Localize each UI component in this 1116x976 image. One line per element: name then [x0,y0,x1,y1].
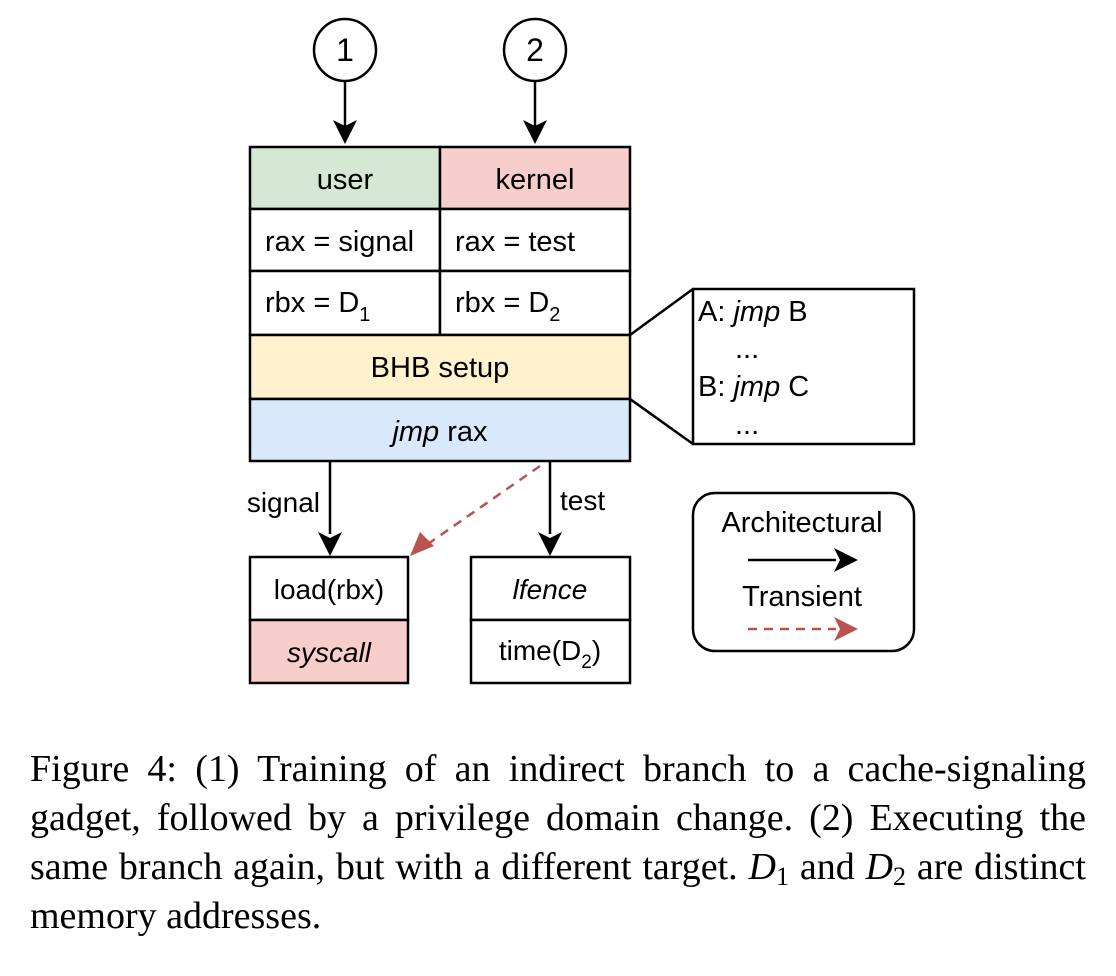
user-rax: rax = signal [265,226,414,258]
load-label: load(rbx) [274,574,384,605]
bhb-line-a-arg: B [780,296,807,328]
signal-branch-label: signal [247,487,320,518]
test-branch-label: test [560,485,605,516]
caption-d2: D [865,846,893,888]
kernel-rax: rax = test [455,226,575,258]
main-table: user kernel rax = signal rax = test rbx … [248,145,632,463]
caption-text: Figure 4: (1) Training of an indirect br… [30,748,1086,888]
time-close: ) [592,635,601,666]
syscall-cell [248,618,410,685]
signal-arrowhead [318,532,342,556]
bhb-line-b-op: jmp [729,371,780,403]
time-text: time(D [499,635,581,666]
step-1-label: 1 [336,32,354,68]
kernel-rbx-text: rbx = D [455,287,549,319]
load-cell [248,555,410,622]
bhb-dots-1: ... [735,333,759,365]
bhb-detail-frame [691,287,916,446]
bhb-line-b: B: jmp C [698,371,809,403]
caption-d1: D [748,846,776,888]
test-arrowhead [538,532,562,556]
bhb-line-b-arg: C [780,371,809,403]
user-rbx-subscript: 1 [359,304,370,326]
user-rbx-text: rbx = D [265,287,359,319]
legend-transient-arrowhead [834,617,858,641]
bhb-line-b-label: B: [698,371,733,403]
zoom-line-top [629,287,694,337]
bhb-line-a: A: jmp B [698,296,808,328]
kernel-rbx-cell [438,269,632,337]
caption-and: and [788,846,866,888]
bhb-line-a-label: A: [698,296,733,328]
time-label: time(D2) [499,635,601,673]
bhb-dots-2: ... [735,409,759,441]
branch-training-diagram: 1 2 user kernel rax = signal rax = test … [247,17,916,685]
figure-caption: Figure 4: (1) Training of an indirect br… [30,745,1086,941]
jmp-rax-cell [248,397,632,463]
legend: Architectural Transient [691,491,916,653]
kernel-header: kernel [496,164,575,196]
jmp-rax-label: jmp rax [388,416,488,448]
user-rbx: rbx = D1 [265,287,370,326]
legend-architectural-label: Architectural [721,507,882,539]
test-target-box: lfence time(D2) [469,555,632,685]
legend-frame [691,491,916,653]
jmp-arg: rax [439,416,488,448]
signal-target-box: load(rbx) syscall [248,555,410,685]
caption-suffix: are distinct memory addresses. [30,846,1086,937]
legend-architectural-arrowhead [834,548,858,572]
transient-arrowhead [410,532,434,556]
step-1-arrowhead [333,120,357,144]
user-header: user [317,164,374,196]
jmp-op: jmp [388,416,439,448]
step-1: 1 [312,17,378,83]
step-2: 2 [502,17,568,83]
transient-arrow [424,464,541,548]
caption-d2-subscript: 2 [893,862,906,891]
kernel-rbx-subscript: 2 [549,304,560,326]
legend-transient-label: Transient [742,581,862,613]
lfence-label: lfence [513,574,588,605]
zoom-line-bottom [629,397,694,446]
user-rbx-cell [248,269,442,337]
step-2-arrowhead [523,120,547,144]
bhb-detail-box: A: jmp B ... B: jmp C ... [691,287,916,446]
time-subscript: 2 [581,652,592,673]
syscall-label: syscall [287,637,372,668]
kernel-header-cell [438,145,632,211]
time-cell [469,618,632,685]
kernel-rbx: rbx = D2 [455,287,560,326]
lfence-cell [469,555,632,622]
kernel-rax-cell [438,207,632,273]
bhb-setup-label: BHB setup [371,352,510,384]
caption-d1-subscript: 1 [775,862,789,891]
bhb-line-a-op: jmp [729,296,780,328]
step-2-label: 2 [526,32,544,68]
